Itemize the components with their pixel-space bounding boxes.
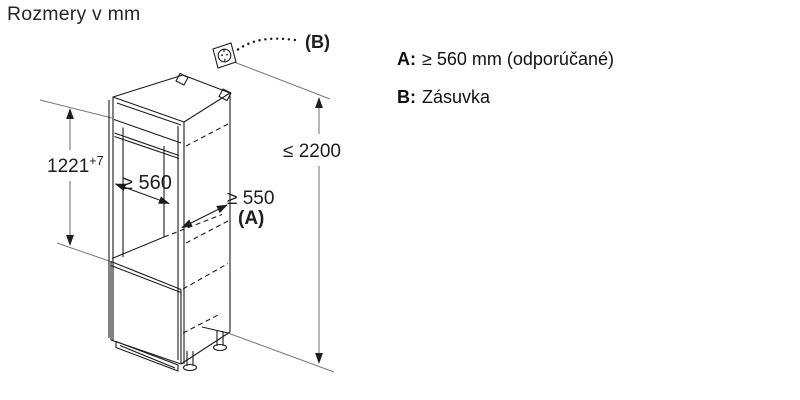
bottom-side-edge: [180, 331, 231, 365]
extension-line-top-left: [39, 99, 113, 119]
socket-plate: [212, 42, 237, 69]
socket-height-reference-line: [233, 61, 331, 100]
depth-ref-label: (A): [238, 208, 264, 229]
legend-item-a: A: ≥ 560 mm (odporúčané): [397, 49, 614, 70]
mounting-tab-right: [218, 88, 232, 102]
dimension-niche-width: ≥ 560: [114, 172, 172, 205]
reference-lines: [39, 61, 335, 373]
hidden-edge-lines: [163, 123, 229, 334]
page-title: Rozmery v mm: [7, 3, 141, 25]
bottom-back-edge: [201, 326, 229, 334]
front-foot: [182, 351, 198, 372]
legend-key-b: B:: [397, 87, 416, 107]
plinth-inner-line: [119, 344, 176, 369]
socket-pin-left: [221, 54, 223, 57]
floor-line: [227, 332, 335, 373]
door-top-edge: [110, 260, 182, 291]
dimension-max-height: ≤ 2200: [283, 97, 341, 364]
plinth: [115, 340, 179, 372]
legend-value-b: Zásuvka: [422, 87, 491, 107]
niche-floor-edge: [111, 236, 165, 260]
socket-earth-clips: [223, 48, 226, 63]
dimension-niche-height: 1221+7: [47, 108, 104, 246]
legend: A: ≥ 560 mm (odporúčané) B: Zásuvka: [397, 49, 614, 125]
mounting-tab-left: [175, 72, 189, 86]
legend-item-b: B: Zásuvka: [397, 87, 614, 108]
legend-value-a: ≥ 560 mm (odporúčané): [422, 49, 614, 69]
legend-key-a: A:: [397, 49, 416, 69]
socket-leader-dotted-line: [236, 37, 297, 51]
cabinet-top-inner-edge: [116, 102, 182, 126]
dimension-depth: ≥ 550 (A): [181, 188, 274, 229]
cabinet-outline: [108, 72, 232, 372]
door-top-inner-edge: [110, 264, 182, 294]
back-foot: [212, 331, 228, 352]
max-height-label: ≤ 2200: [283, 141, 341, 162]
niche-width-label: ≥ 560: [122, 172, 172, 194]
niche-ceiling-front-edge: [114, 132, 180, 157]
depth-label: ≥ 550: [227, 188, 274, 209]
socket-pin-right: [226, 53, 228, 56]
cabinet-top-face: [112, 74, 231, 123]
niche-height-label: 1221+7: [47, 154, 104, 177]
extension-line-bottom-left: [56, 242, 113, 263]
socket-icon: [212, 42, 237, 69]
socket-ref-label: (B): [305, 32, 330, 52]
opening-top-edge: [113, 118, 182, 144]
niche-ceiling-lower-edge: [114, 135, 180, 160]
